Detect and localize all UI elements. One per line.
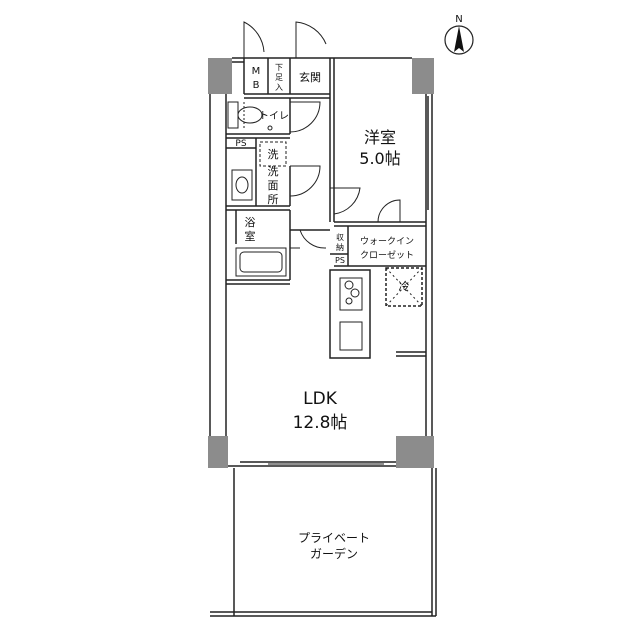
doors (243, 21, 401, 249)
storage-label-2: 納 (336, 242, 344, 252)
bathtub (235, 247, 287, 277)
burner-icon (344, 280, 354, 290)
shoe-label-3: 入 (275, 83, 283, 92)
genkan-label: 玄関 (299, 70, 321, 84)
toilet-tank (227, 101, 239, 129)
bath-label-1: 浴 (245, 216, 256, 229)
outer-walls (208, 58, 434, 468)
garden-label-1: プライベート (298, 531, 370, 545)
toilet-label: トイレ (259, 111, 289, 122)
ldk-label: LDK (303, 389, 338, 409)
wash-basin (231, 169, 253, 201)
wash-label-1: 洗 (268, 148, 279, 161)
wall-lines (209, 57, 437, 617)
fixtures (227, 101, 423, 351)
toilet-bowl (237, 106, 263, 124)
wic-label-2: クローゼット (360, 249, 414, 261)
compass-north-label: N (455, 14, 462, 25)
ps-upper-label: PS (235, 139, 246, 149)
kitchen-sink (339, 321, 363, 351)
bath-label-2: 室 (245, 229, 256, 243)
wash-label-3: 面 (268, 179, 279, 192)
wic-label-1: ウォークイン (360, 236, 414, 247)
ldk-size: 12.8帖 (293, 413, 348, 433)
shoe-label-2: 足 (275, 73, 283, 82)
western-room-size: 5.0帖 (359, 149, 400, 168)
wash-label-4: 所 (268, 193, 279, 206)
shoe-label-1: 下 (275, 63, 283, 72)
mb-label-1: M (252, 66, 261, 77)
compass-icon: N (444, 14, 474, 55)
wash-label-2: 洗 (268, 165, 279, 178)
mb-label-2: B (253, 80, 260, 91)
garden-label-2: ガーデン (310, 546, 358, 561)
storage-label-1: 収 (336, 232, 344, 242)
western-room-label: 洋室 (364, 128, 396, 147)
washer-space (259, 141, 287, 167)
fridge-label: 冷 (399, 280, 410, 293)
ps-lower-label: PS (335, 256, 345, 265)
